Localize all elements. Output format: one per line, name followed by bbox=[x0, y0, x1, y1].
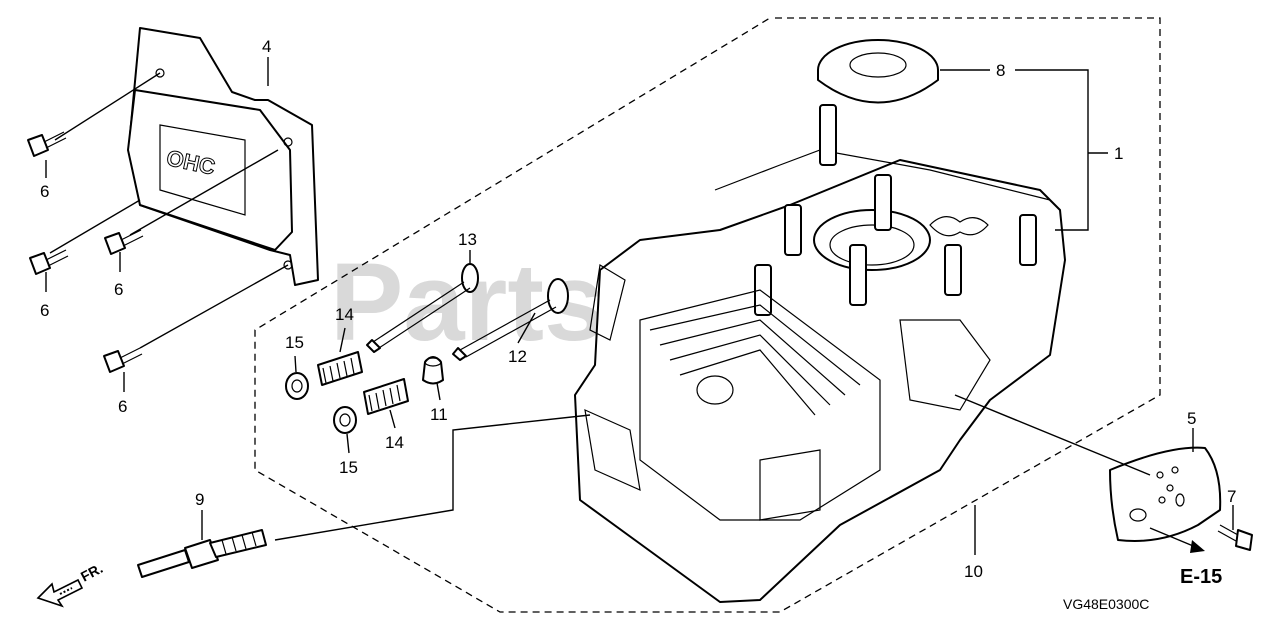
valve-part bbox=[366, 263, 479, 353]
callout-6: 6 bbox=[40, 182, 49, 201]
callout-12: 12 bbox=[508, 347, 527, 366]
callout-5: 5 bbox=[1187, 409, 1196, 428]
callout-15: 15 bbox=[285, 333, 304, 352]
leader-lines bbox=[45, 57, 1234, 555]
callout-11: 11 bbox=[430, 405, 448, 424]
head-cover-part: OHC bbox=[127, 27, 319, 286]
callout-6: 6 bbox=[114, 280, 123, 299]
bolt-part bbox=[29, 249, 69, 275]
callout-6: 6 bbox=[40, 301, 49, 320]
callout-15: 15 bbox=[339, 458, 358, 477]
plate-part bbox=[1109, 446, 1222, 542]
front-direction-arrow-icon bbox=[36, 578, 84, 608]
cylinder-block-part bbox=[574, 104, 1066, 603]
section-reference: E-15 bbox=[1180, 566, 1222, 588]
callout-14: 14 bbox=[335, 305, 354, 324]
retainer-part bbox=[333, 406, 357, 434]
figure-code: VG48E0300C bbox=[1063, 596, 1149, 612]
spark-plug-part bbox=[137, 529, 267, 578]
callout-6: 6 bbox=[118, 397, 127, 416]
callout-4: 4 bbox=[262, 37, 271, 56]
front-direction-label: FR. bbox=[78, 560, 105, 585]
bolt-part bbox=[1217, 524, 1253, 551]
callout-7: 7 bbox=[1227, 487, 1236, 506]
oil-seal-part bbox=[817, 39, 939, 104]
callout-8: 8 bbox=[996, 61, 1005, 80]
bolt-part bbox=[103, 347, 143, 373]
retainer-part bbox=[285, 372, 309, 400]
valve-spring-part bbox=[317, 351, 363, 386]
callout-14: 14 bbox=[385, 433, 404, 452]
callout-10: 10 bbox=[964, 562, 983, 581]
callout-13: 13 bbox=[458, 230, 477, 249]
bolt-part bbox=[27, 131, 67, 157]
assembly-boundary bbox=[254, 17, 1161, 613]
arrow-icon bbox=[1149, 527, 1205, 553]
bolt-part bbox=[104, 229, 144, 255]
callout-1: 1 bbox=[1114, 144, 1123, 163]
valve-spring-part bbox=[363, 378, 409, 415]
valve-part bbox=[452, 278, 569, 361]
callout-9: 9 bbox=[195, 490, 204, 509]
valve-seal-part bbox=[422, 356, 444, 385]
